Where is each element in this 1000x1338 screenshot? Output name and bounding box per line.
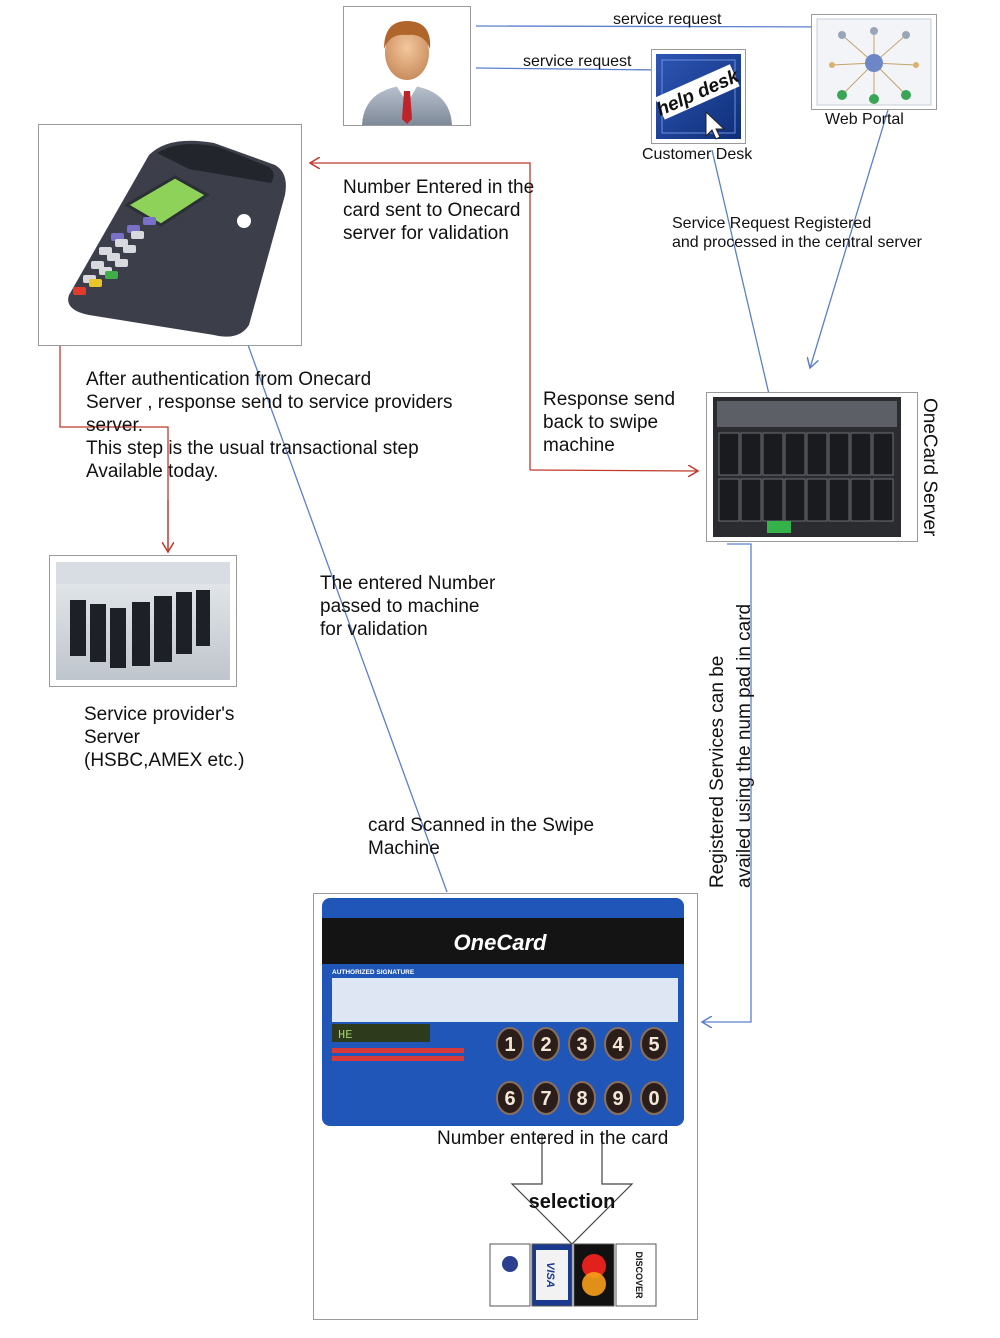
selection-label: selection (529, 1191, 616, 1213)
card-scanned-label: card Scanned in the Swipe Machine (368, 815, 595, 859)
svg-text:DISCOVER: DISCOVER (634, 1251, 644, 1299)
registered-label: Service Request Registered and processed… (672, 215, 922, 251)
customer-desk-node: help desk (651, 49, 746, 144)
provider-server-node (49, 555, 237, 687)
card-brand: OneCard (454, 930, 547, 955)
magnetic-stripe (322, 918, 684, 964)
keypad-digit: 9 (612, 1088, 623, 1110)
web-portal-label: Web Portal (825, 111, 904, 128)
after-auth-label: After authentication from Onecard Server… (86, 369, 453, 482)
svg-text:VISA: VISA (544, 1262, 556, 1288)
card-logos: VISA DISCOVER (489, 1243, 657, 1307)
onecard-server-label: OneCard Server (919, 398, 940, 537)
keypad-bottom: 6 7 8 9 0 (496, 1081, 668, 1115)
selection-arrow (510, 1134, 634, 1245)
keypad-key-0 (640, 1081, 668, 1115)
registered-services-label: Registered Services can be availed using… (707, 603, 755, 888)
card-display-text: HE (338, 1028, 352, 1042)
discover-logo (615, 1243, 657, 1307)
keypad-key-3 (568, 1027, 596, 1061)
onecard-graphic: OneCard AUTHORIZED SIGNATURE HE 1 2 3 4 5 6 7… (322, 898, 684, 1307)
arrow-response-to-server (529, 470, 698, 471)
keypad-digit: 4 (612, 1034, 624, 1056)
user-icon (362, 21, 452, 125)
keypad-key-5 (640, 1027, 668, 1061)
keypad-digit: 2 (540, 1034, 551, 1056)
service-request-label-top: service request (613, 11, 722, 28)
arrow-helpdesk-to-server (711, 149, 775, 420)
keypad-top: 1 2 3 4 5 (496, 1027, 668, 1061)
bank-logo-icon (489, 1243, 531, 1307)
keypad-digit: 8 (576, 1088, 587, 1110)
keypad-key-2 (532, 1027, 560, 1061)
keypad-digit: 6 (504, 1088, 515, 1110)
signature-label: AUTHORIZED SIGNATURE (332, 969, 415, 976)
keypad-key-8 (568, 1081, 596, 1115)
keypad-digit: 3 (576, 1034, 587, 1056)
keypad-key-6 (496, 1081, 524, 1115)
swipe-machine-node (38, 124, 302, 346)
keypad-digit: 7 (540, 1088, 551, 1110)
keypad-digit: 1 (504, 1034, 515, 1056)
keypad-digit: 0 (648, 1088, 659, 1110)
signature-panel (332, 978, 678, 1022)
number-entered-card-label: Number entered in the card (437, 1128, 669, 1149)
card-display (332, 1024, 430, 1042)
data-center-icon (56, 562, 230, 680)
number-entered-label: Number Entered in the card sent to Oneca… (343, 177, 535, 244)
service-request-label-mid: service request (523, 53, 632, 70)
onecard-node: OneCard AUTHORIZED SIGNATURE HE 1 2 3 4 5 6 7… (313, 893, 698, 1320)
user-node (343, 6, 471, 126)
network-portal-icon (816, 18, 932, 106)
card-swipe-terminal-icon (68, 140, 286, 337)
onecard-server-node (706, 392, 918, 542)
keypad-key-7 (532, 1081, 560, 1115)
response-send-label: Response send back to swipe machine (543, 389, 676, 456)
help-desk-icon: help desk (654, 54, 744, 140)
keypad-key-4 (604, 1027, 632, 1061)
keypad-key-9 (604, 1081, 632, 1115)
customer-desk-label: Customer Desk (642, 146, 753, 163)
entered-number-label: The entered Number passed to machine for… (320, 573, 496, 640)
provider-server-label: Service provider's Server (HSBC,AMEX etc… (84, 704, 245, 771)
web-portal-node (811, 14, 937, 110)
blade-server-icon (713, 397, 901, 537)
keypad-digit: 5 (648, 1034, 659, 1056)
keypad-key-1 (496, 1027, 524, 1061)
